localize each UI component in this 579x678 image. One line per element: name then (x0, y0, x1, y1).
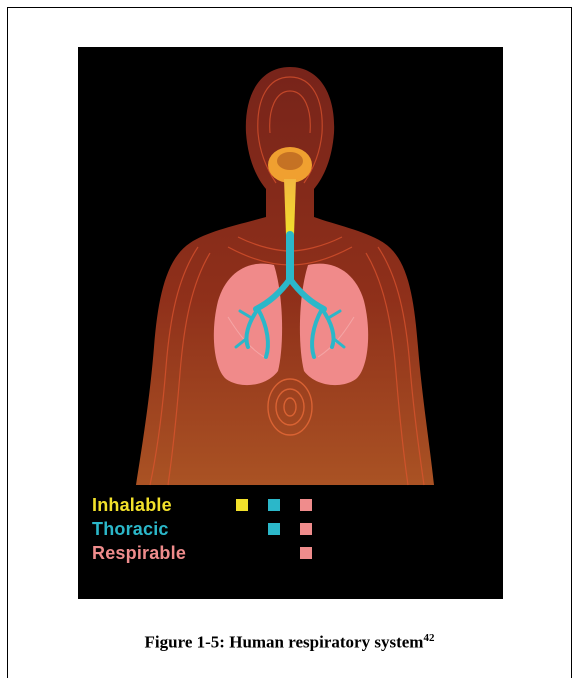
caption-reference: 42 (423, 632, 434, 644)
legend-label-inhalable: Inhalable (92, 493, 172, 517)
legend-swatch (268, 499, 280, 511)
legend-swatch (300, 499, 312, 511)
legend-label-respirable: Respirable (92, 541, 186, 565)
respiratory-illustration: Inhalable Thoracic Respirable (78, 47, 503, 599)
legend-label-thoracic: Thoracic (92, 517, 169, 541)
caption-text: Figure 1-5: Human respiratory system (145, 633, 424, 652)
particle-size-legend: Inhalable Thoracic Respirable (92, 493, 392, 565)
legend-row-inhalable: Inhalable (92, 493, 392, 517)
figure-caption: Figure 1-5: Human respiratory system42 (0, 632, 579, 653)
legend-swatch (236, 499, 248, 511)
legend-row-thoracic: Thoracic (92, 517, 392, 541)
legend-swatch (300, 523, 312, 535)
legend-swatch (300, 547, 312, 559)
legend-swatch (268, 523, 280, 535)
legend-row-respirable: Respirable (92, 541, 392, 565)
body-silhouette (136, 67, 434, 485)
